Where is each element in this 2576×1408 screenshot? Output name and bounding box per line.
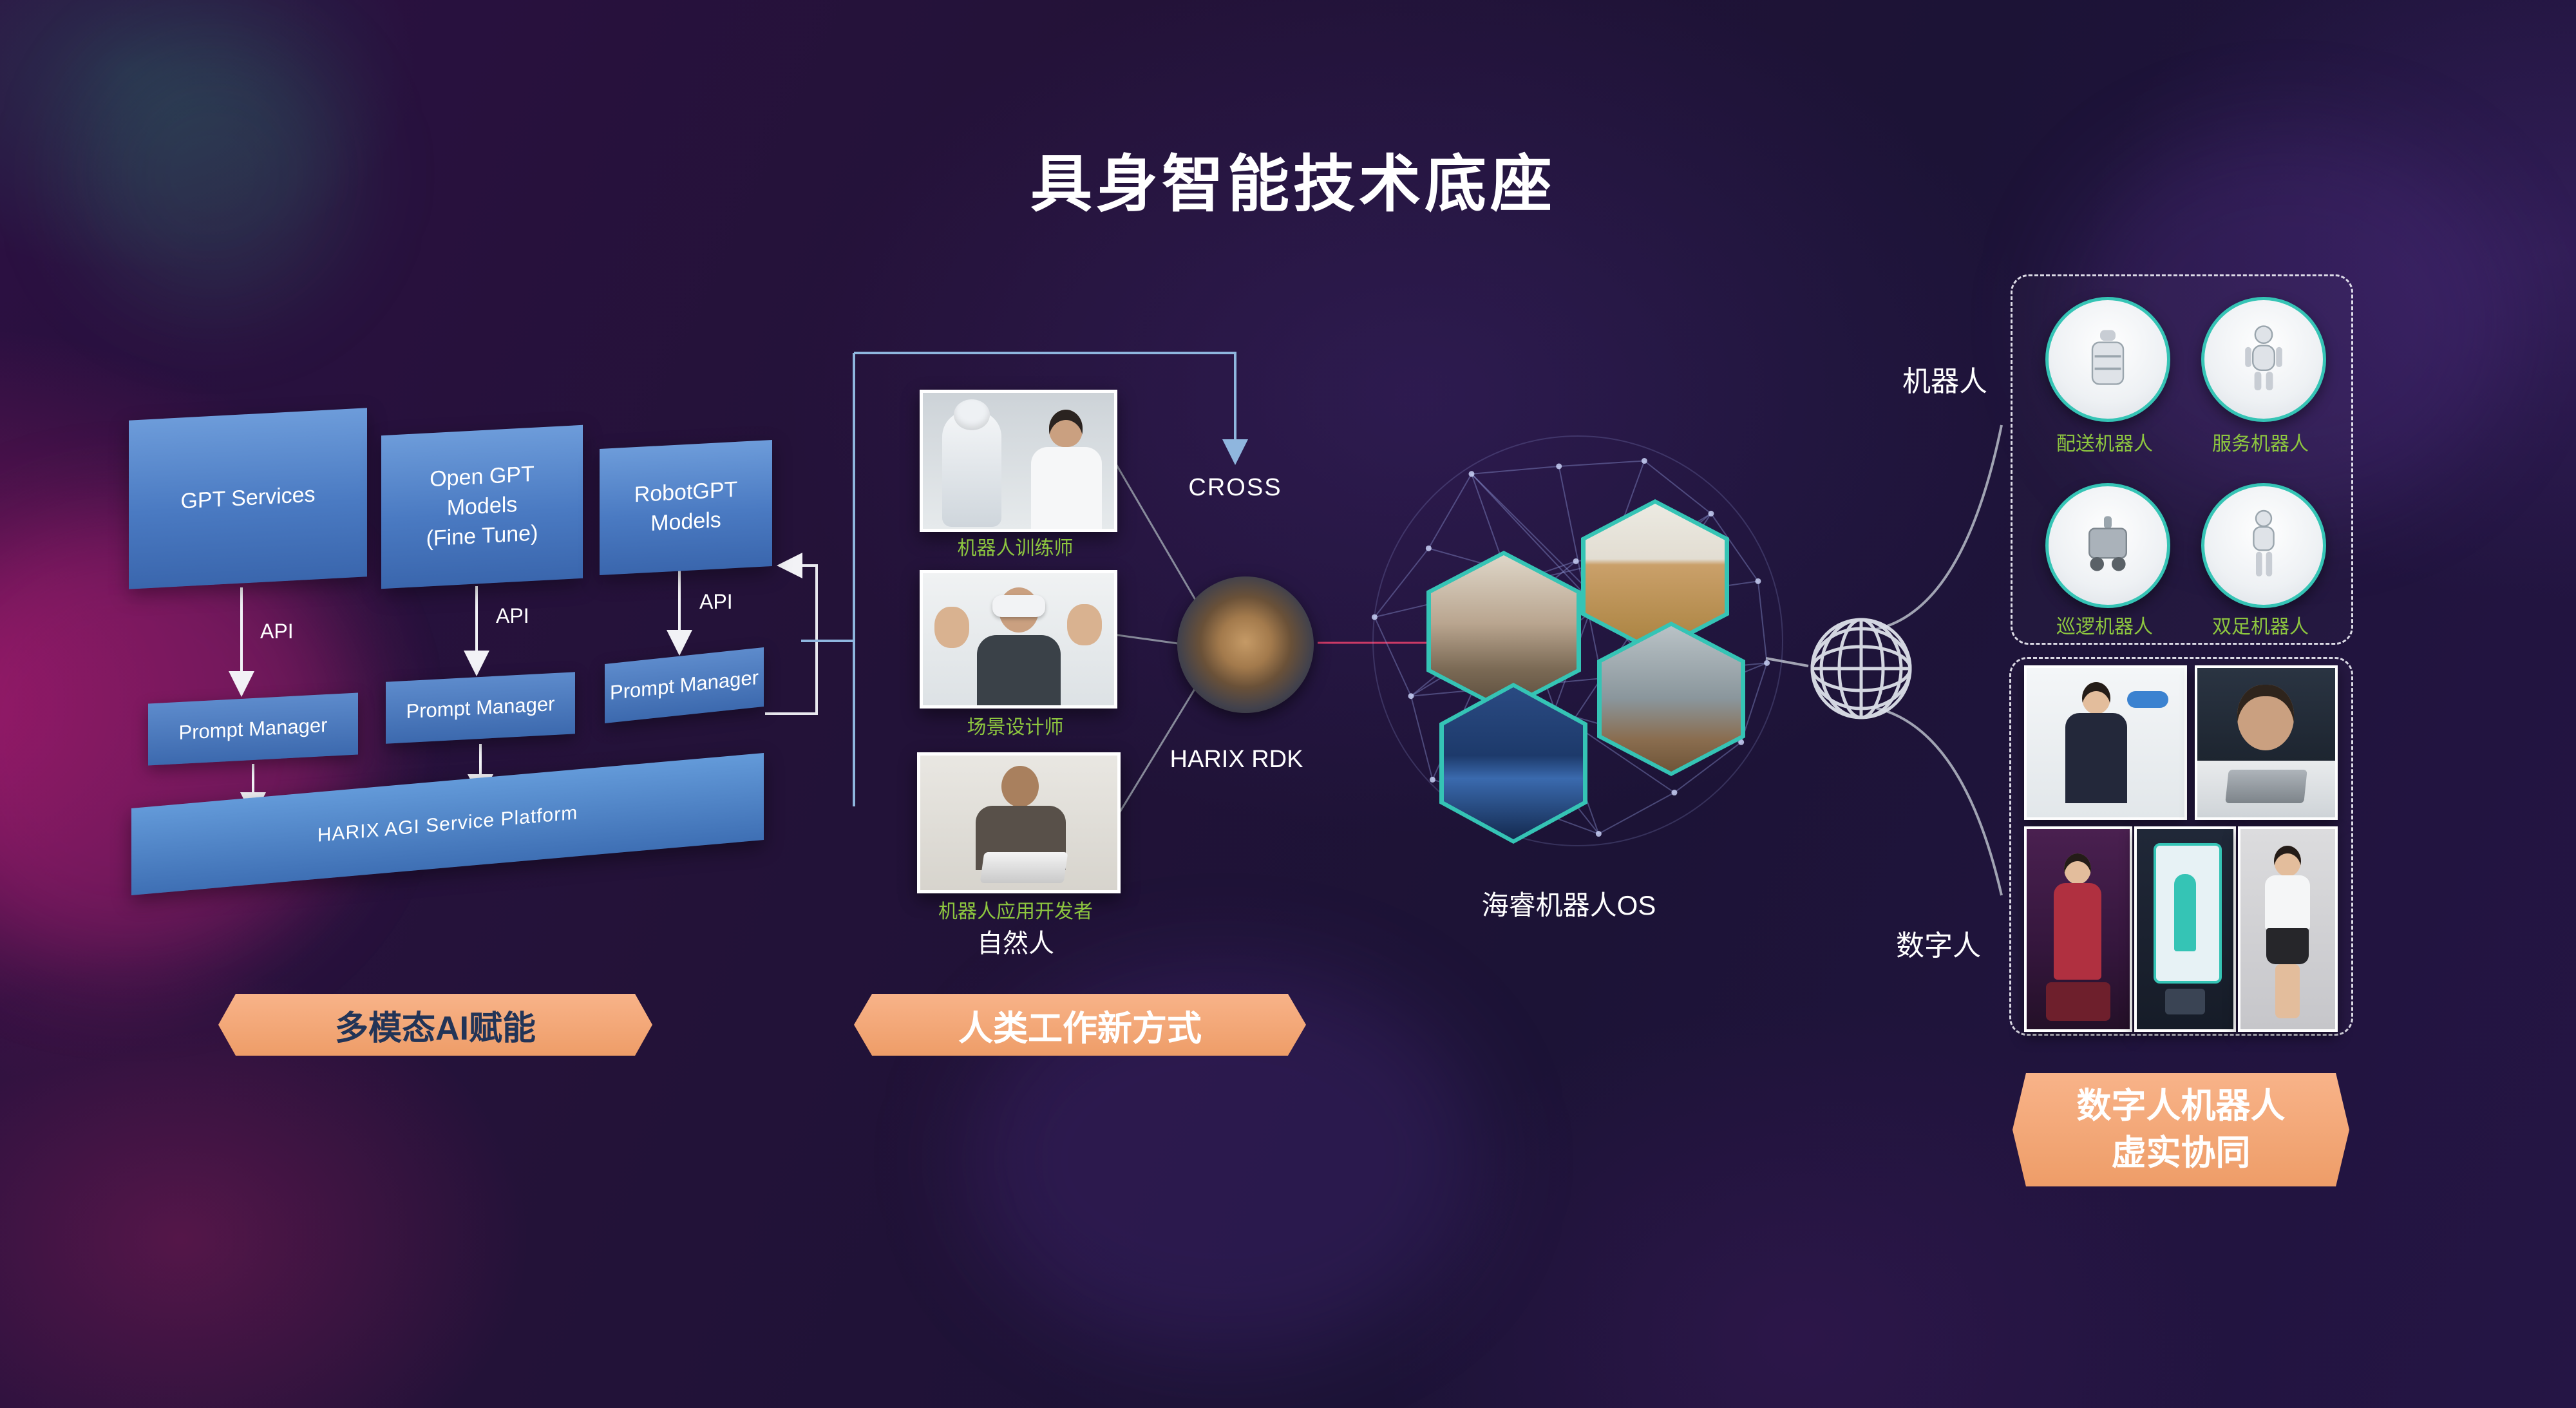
banner-virtual-real-line2: 虚实协同 [2111,1134,2251,1172]
prompt-manager-box-1: Prompt Manager [148,692,358,766]
photo-robot-trainer [920,390,1117,532]
patrol-robot-icon [2088,516,2127,571]
banner-multimodal-ai-label: 多模态AI赋能 [334,1009,536,1047]
hex-scene-factory-image [1444,687,1583,839]
natural-person-label: 自然人 [977,929,1054,958]
hex-scene-livingroom-image [1431,555,1577,707]
digital-human-girl [2238,826,2338,1032]
banner-virtual-real-line1: 数字人机器人 [2076,1087,2286,1126]
rdk-sphere-image [1177,576,1314,713]
photo-caption-designer: 场景设计师 [967,717,1064,738]
person-hand-right [1067,604,1102,645]
service-robot-icon [2245,325,2282,390]
harix-platform-label: HARIX AGI Service Platform [317,801,578,846]
prompt-manager-label-3: Prompt Manager [610,665,759,705]
banner-multimodal-ai: 多模态AI赋能 [218,994,652,1056]
robot-caption-biped: 双足机器人 [2212,616,2309,638]
photo-caption-trainer: 机器人训练师 [957,538,1074,559]
prompt-manager-box-2: Prompt Manager [386,672,575,744]
cross-label: CROSS [1188,474,1282,501]
robot-caption-service: 服务机器人 [2212,433,2309,455]
robot-caption-patrol: 巡逻机器人 [2056,616,2153,638]
person-body [977,635,1061,705]
figure-skirt [2266,928,2309,964]
figure-top [2265,875,2310,929]
biped-robot-icon [2253,509,2275,576]
gpt-services-box: GPT Services [129,408,367,589]
prompt-manager-label-1: Prompt Manager [178,713,328,745]
delivery-robot-image [2045,297,2170,422]
harix-rdk-label: HARIX RDK [1170,746,1303,773]
api-label-3: API [699,590,733,613]
robotgpt-models-label: RobotGPT Models [634,477,738,536]
banner-human-work-label: 人类工作新方式 [958,1009,1202,1048]
photo-caption-developer: 机器人应用开发者 [938,901,1093,922]
digital-human-face-screen [2195,665,2338,820]
robot-figure [942,411,1001,527]
banner-virtual-real: 数字人机器人 虚实协同 [2012,1073,2349,1186]
hex-scene-wood-room-image [1586,504,1725,649]
banner-human-work: 人类工作新方式 [854,994,1306,1056]
person-head [1001,766,1039,807]
open-gpt-models-box: Open GPT Models (Fine Tune) [381,424,583,589]
photo-app-developer [917,752,1121,893]
digital-human-kiosk [2134,826,2236,1032]
kiosk-base [2165,989,2205,1014]
figure-legs [2275,964,2300,1018]
laptop [980,852,1068,883]
delivery-robot-icon [2091,330,2125,385]
gpt-services-label: GPT Services [180,482,316,514]
photo-scene-designer [920,570,1117,709]
laptop [2225,770,2307,803]
api-label-2: API [496,604,529,627]
biped-robot-image [2201,483,2326,608]
digital-dashed-box [2009,657,2353,1036]
harix-os-label: 海睿机器人OS [1481,890,1656,920]
vr-headset [992,595,1045,617]
figure-head [2274,846,2301,877]
digital-group-label: 数字人 [1896,930,1981,962]
figure-head [2082,682,2110,714]
open-gpt-models-label: Open GPT Models (Fine Tune) [426,461,538,551]
person-body [1031,447,1102,529]
digital-human-red-uniform [2024,826,2132,1032]
robot-head [954,399,990,430]
digital-human-presenter-screen [2024,665,2187,820]
patrol-robot-image [2045,483,2170,608]
chat-bubble [2127,691,2168,708]
globe-icon [1810,618,1912,719]
robot-caption-delivery: 配送机器人 [2056,433,2153,455]
person-hand-left [934,607,969,648]
hex-scene-office-image [1602,626,1741,772]
podium [2046,982,2110,1021]
kiosk-figure [2174,874,2196,951]
robots-group-label: 机器人 [1902,366,1987,397]
prompt-manager-label-2: Prompt Manager [406,692,555,723]
figure-head [2064,853,2091,884]
figure-face [2237,685,2294,750]
figure-dress [2054,883,2101,980]
robots-dashed-box [2011,274,2353,645]
api-label-1: API [260,620,294,643]
service-robot-image [2201,297,2326,422]
robotgpt-models-box: RobotGPT Models [600,439,772,576]
figure-suit [2065,713,2127,803]
person-head [1049,410,1083,447]
page-title: 具身智能技术底座 [1030,150,1556,219]
